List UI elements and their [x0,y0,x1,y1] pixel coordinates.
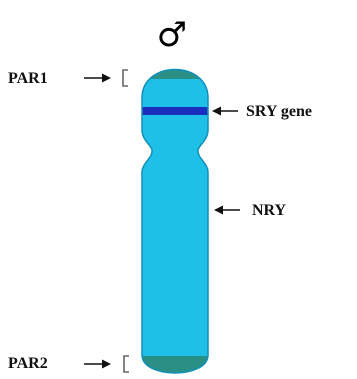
nry-label: NRY [252,202,287,219]
par1-region [130,55,220,79]
y-chromosome [130,55,220,379]
male-symbol-icon: ♂ [157,15,187,55]
sry-label: SRY gene [246,103,312,120]
nry-arrowhead [214,206,223,215]
par1-bracket [123,70,128,86]
par2-arrowhead [102,360,111,369]
par1-arrowhead [102,74,111,83]
par1-label: PAR1 [8,70,48,87]
chromosome-body [142,70,208,374]
par2-bracket [124,356,129,372]
par2-label: PAR2 [8,355,48,372]
sry-arrowhead [212,107,221,116]
sry-band [130,107,220,115]
